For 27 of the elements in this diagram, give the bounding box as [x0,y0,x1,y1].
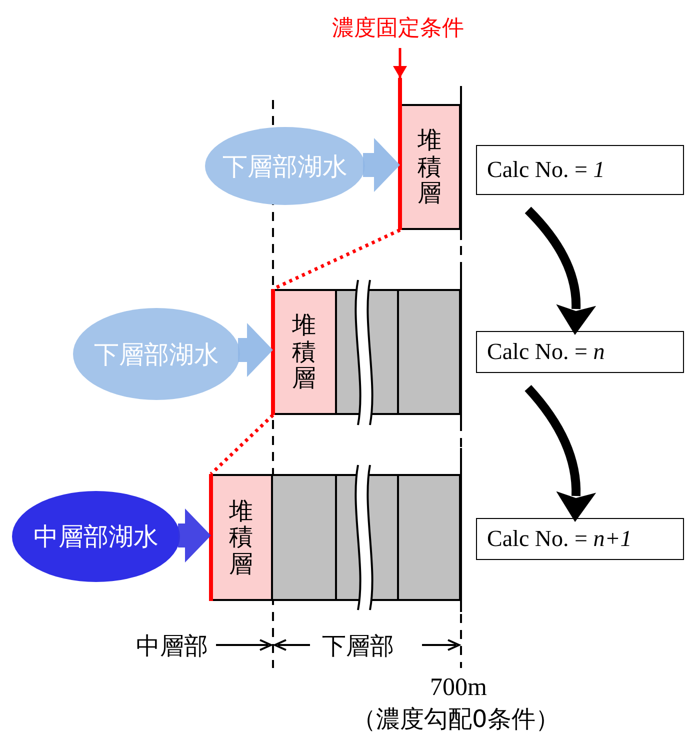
axis-label: 中層部 [136,631,208,662]
block-arrow [178,508,211,562]
axis-label: 700m [430,674,487,702]
boundary-condition-label: 濃度固定条件 [306,12,490,44]
axis-label: （濃度勾配0条件） [352,704,560,733]
curved-arrow [524,385,596,522]
sediment-layer-box [211,474,273,601]
axis-label: 下層部 [322,631,394,662]
curved-arrow [524,206,596,335]
block-arrow [238,323,273,377]
calc-number-box: Calc No. = n+1 [476,518,684,560]
lake-water-label: 中層部湖水 [34,521,158,553]
lake-water-label: 下層部湖水 [222,150,348,182]
boundary-bar [398,78,402,230]
boundary-bar [209,474,213,601]
calc-number-box: Calc No. = 1 [476,145,684,195]
block-arrow [363,138,400,192]
lake-water-label: 下層部湖水 [94,338,219,370]
sediment-layer-box [400,104,461,230]
sediment-label: 堆積層 [229,498,253,578]
sediment-label: 堆積層 [292,312,316,392]
sediment-label: 堆積層 [418,127,442,207]
calc-number-box: Calc No. = n [476,331,684,373]
pointer-arrow [393,48,407,78]
dotted-connector [210,414,274,476]
sediment-layer-box [273,289,337,415]
boundary-bar [271,289,275,415]
